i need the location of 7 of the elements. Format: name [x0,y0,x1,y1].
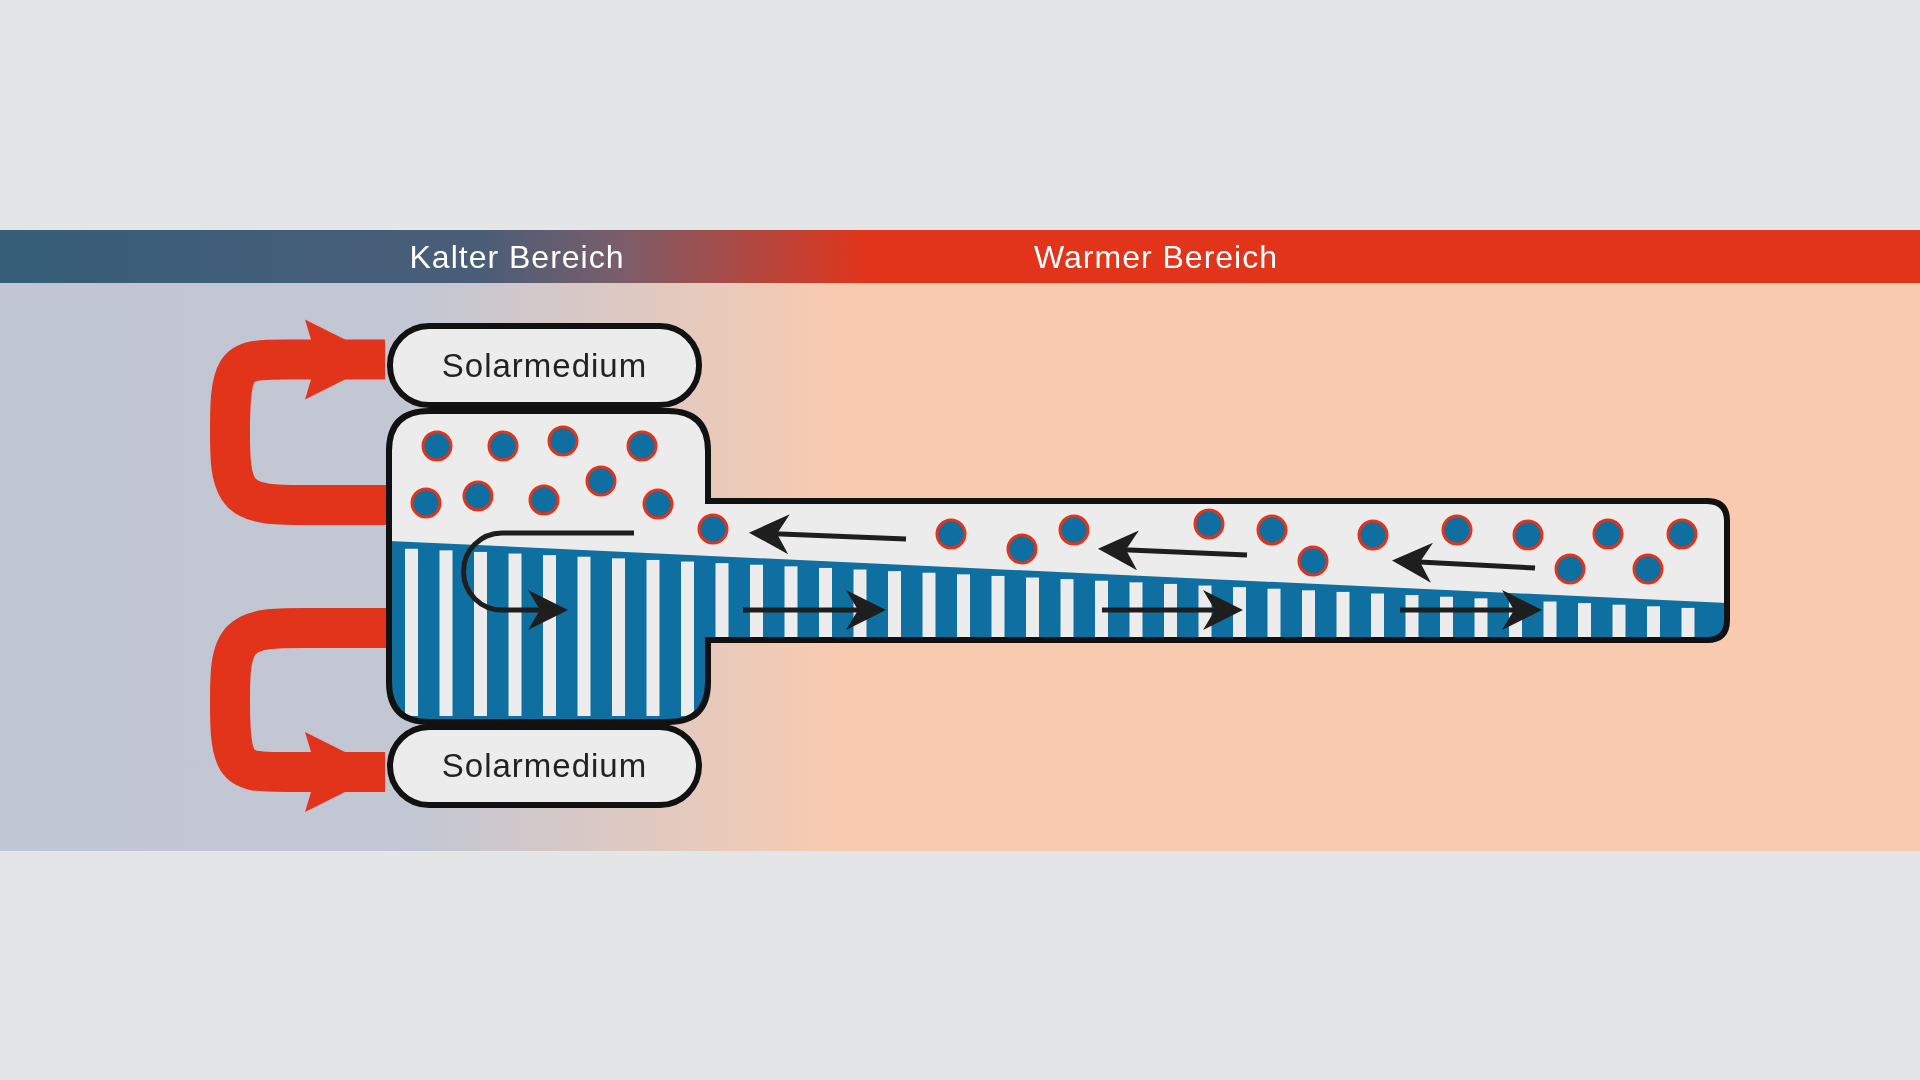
warm-zone-band [870,230,1920,283]
zone-label: Kalter Bereich [409,238,625,275]
cold-zone-band [0,230,870,283]
zone-label: Warmer Bereich [1034,238,1278,275]
medium-label: Solarmedium [441,747,648,785]
medium-label: Solarmedium [441,346,648,385]
heat-pipe-drawing [387,408,1730,725]
